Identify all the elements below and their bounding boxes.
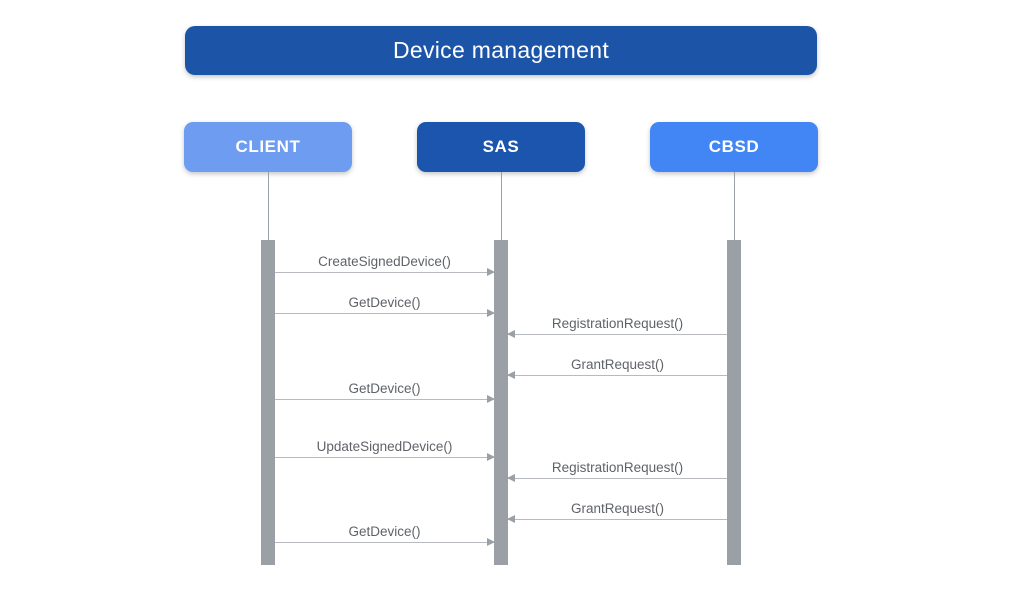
lifeline [501, 172, 502, 240]
message-line [275, 457, 494, 458]
message: RegistrationRequest() [507, 316, 727, 338]
message-line [275, 272, 494, 273]
message-line [508, 375, 727, 376]
actor-box-client: CLIENT [184, 122, 352, 172]
activation-bar-sas [494, 240, 508, 565]
actor-label: CBSD [708, 137, 760, 156]
message-line [508, 519, 727, 520]
actor-label: CLIENT [235, 137, 301, 156]
lifeline [268, 172, 269, 240]
activation-bar-client [261, 240, 275, 565]
arrowhead-icon [507, 371, 515, 379]
message-label: GrantRequest() [570, 501, 665, 516]
message: GetDevice() [275, 524, 495, 546]
arrowhead-icon [487, 538, 495, 546]
diagram-title: Device management [392, 37, 610, 63]
message: GetDevice() [275, 295, 495, 317]
actor-box-cbsd: CBSD [650, 122, 818, 172]
arrowhead-icon [487, 309, 495, 317]
message-label: CreateSignedDevice() [318, 254, 451, 269]
arrowhead-icon [507, 330, 515, 338]
message: UpdateSignedDevice() [275, 439, 495, 461]
message: GrantRequest() [507, 501, 727, 523]
arrowhead-icon [487, 453, 495, 461]
message-line [275, 313, 494, 314]
activation-bar-cbsd [727, 240, 741, 565]
message-label: RegistrationRequest() [551, 460, 684, 475]
message-line [275, 399, 494, 400]
message-label: GetDevice() [348, 524, 421, 539]
message: GetDevice() [275, 381, 495, 403]
diagram-title-banner: Device management [185, 26, 817, 75]
arrowhead-icon [487, 395, 495, 403]
message-label: UpdateSignedDevice() [316, 439, 453, 454]
message-label: RegistrationRequest() [551, 316, 684, 331]
actor-label: SAS [482, 137, 520, 156]
message: GrantRequest() [507, 357, 727, 379]
message: CreateSignedDevice() [275, 254, 495, 276]
message-line [508, 478, 727, 479]
message-label: GrantRequest() [570, 357, 665, 372]
arrowhead-icon [507, 515, 515, 523]
message: RegistrationRequest() [507, 460, 727, 482]
message-label: GetDevice() [348, 381, 421, 396]
lifeline [734, 172, 735, 240]
arrowhead-icon [507, 474, 515, 482]
actor-box-sas: SAS [417, 122, 585, 172]
message-line [275, 542, 494, 543]
message-label: GetDevice() [348, 295, 421, 310]
message-line [508, 334, 727, 335]
arrowhead-icon [487, 268, 495, 276]
